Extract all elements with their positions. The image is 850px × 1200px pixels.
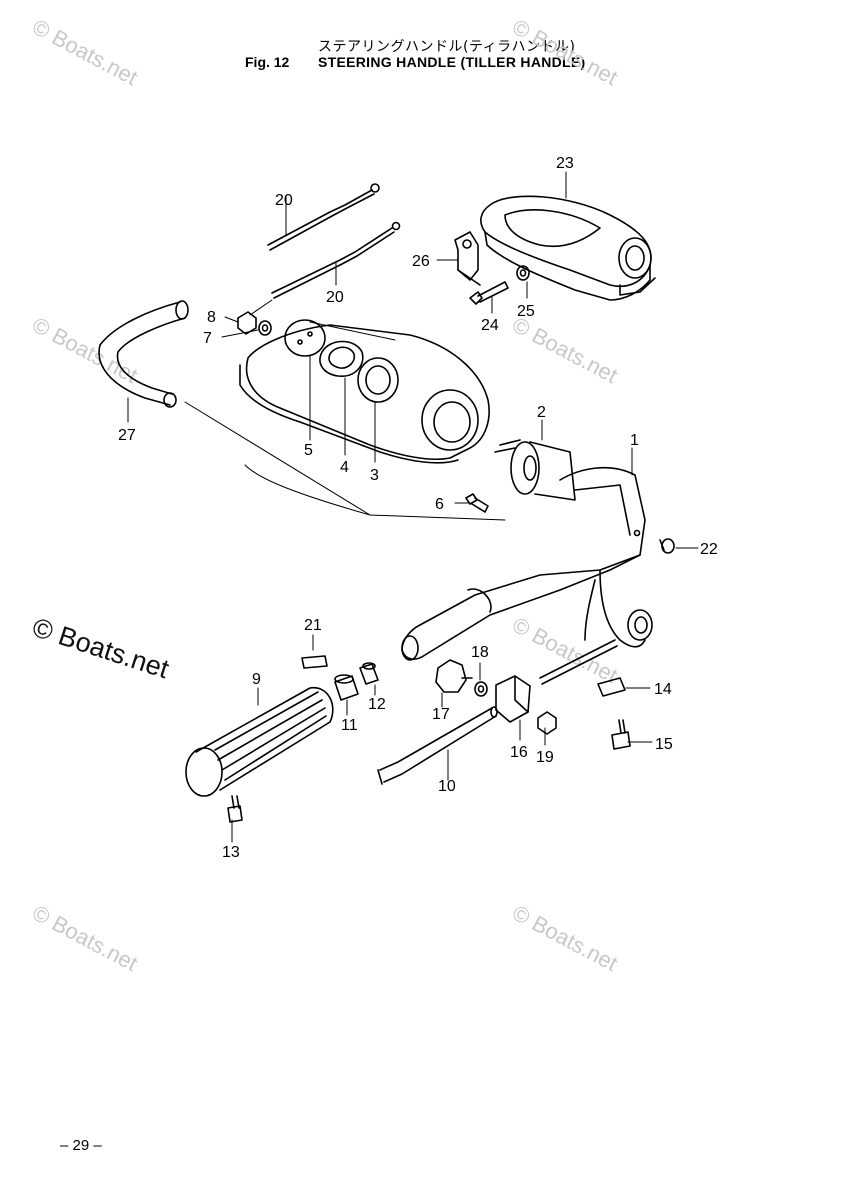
english-title: STEERING HANDLE (TILLER HANDLE) xyxy=(318,54,586,70)
label-23: 23 xyxy=(556,155,574,172)
part-9-grip xyxy=(185,687,334,797)
label-22: 22 xyxy=(700,541,718,558)
part-3-ring xyxy=(357,357,399,403)
label-15: 15 xyxy=(655,736,673,753)
part-14-tab xyxy=(597,677,626,697)
part-11-collar xyxy=(334,674,359,701)
part-27-hose xyxy=(98,300,189,408)
part-1-tiller-arm xyxy=(401,466,653,661)
part-19-nut xyxy=(537,711,557,735)
label-25: 25 xyxy=(517,303,535,320)
part-6-bolt xyxy=(465,493,489,513)
part-18-washer xyxy=(474,681,488,697)
label-9: 9 xyxy=(252,671,261,688)
part-13-screw xyxy=(227,795,243,823)
part-23-bracket xyxy=(480,195,656,301)
label-10: 10 xyxy=(438,778,456,795)
label-13: 13 xyxy=(222,844,240,861)
part-25-washer xyxy=(516,265,530,281)
japanese-title: ステアリングハンドル(ティラハンドル) xyxy=(318,39,576,55)
part-16-block xyxy=(495,675,531,723)
label-24: 24 xyxy=(481,317,499,334)
page-number: – 29 – xyxy=(60,1137,102,1154)
label-21: 21 xyxy=(304,617,322,634)
part-10-rod xyxy=(377,706,498,785)
label-26: 26 xyxy=(412,253,430,270)
label-8: 8 xyxy=(207,309,216,326)
label-27: 27 xyxy=(118,427,136,444)
label-16: 16 xyxy=(510,744,528,761)
label-4: 4 xyxy=(340,459,349,476)
label-7: 7 xyxy=(203,330,212,347)
label-11: 11 xyxy=(341,717,358,734)
part-labels: 1 2 3 4 5 6 7 8 9 10 11 12 13 14 15 16 1… xyxy=(118,155,718,861)
part-2-flange xyxy=(494,439,576,501)
part-4-gasket xyxy=(319,340,364,377)
label-2: 2 xyxy=(537,404,546,421)
part-8-nut xyxy=(237,311,257,335)
label-19: 19 xyxy=(536,749,554,766)
part-17-knob xyxy=(435,659,473,693)
figure-number: Fig. 12 xyxy=(245,54,290,70)
label-20-lower: 20 xyxy=(326,289,344,306)
label-20-upper: 20 xyxy=(275,192,293,209)
part-26-clamp xyxy=(454,231,481,286)
label-1: 1 xyxy=(630,432,639,449)
label-14: 14 xyxy=(654,681,672,698)
label-18: 18 xyxy=(471,644,489,661)
label-17: 17 xyxy=(432,706,450,723)
label-5: 5 xyxy=(304,442,313,459)
label-3: 3 xyxy=(370,467,379,484)
part-20-cable xyxy=(267,183,401,299)
part-21-decal xyxy=(301,655,328,669)
part-12-fitting xyxy=(359,662,379,685)
part-15-screw xyxy=(611,719,631,750)
part-5-plate xyxy=(284,319,326,357)
part-22-clip xyxy=(659,538,675,554)
part-24-bolt xyxy=(469,281,509,305)
label-12: 12 xyxy=(368,696,386,713)
housing xyxy=(239,324,490,464)
label-6: 6 xyxy=(435,496,444,513)
part-shaft xyxy=(539,639,618,685)
leader-lines xyxy=(127,171,699,843)
part-7-washer xyxy=(258,320,272,336)
